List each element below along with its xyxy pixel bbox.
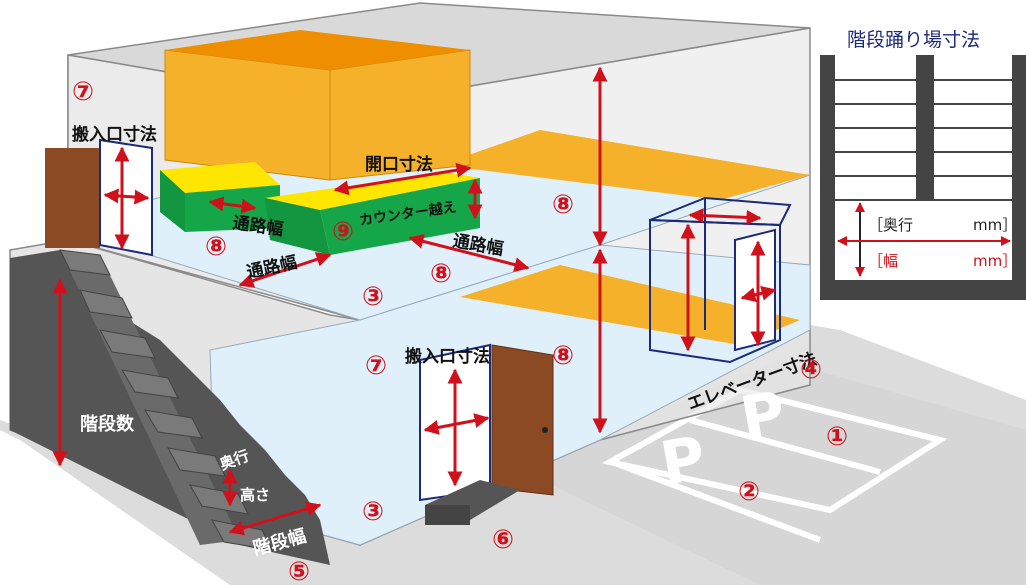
orange-ceiling-upper: [440, 130, 810, 200]
upper-door: [45, 148, 100, 248]
staircase: [10, 249, 330, 565]
orange-block-front: [164, 49, 331, 181]
dimension-arrows: [52, 66, 777, 536]
inset-width-row: ［幅 mm］: [868, 252, 1017, 270]
inset-depth-row: ［奥行 mm］: [868, 216, 1017, 234]
num-8-left: ⑧: [205, 232, 227, 262]
landing-inset: 階段踊り場寸法 ［奥行 mm］ ［幅 mm］: [820, 29, 1026, 300]
num-4: ④: [800, 355, 822, 385]
label-stair-count: 階段数: [80, 413, 135, 435]
counter-left-front: [160, 170, 185, 232]
counter-left-top: [160, 162, 280, 193]
counter-right-side: [320, 178, 480, 255]
num-7-top: ⑦: [72, 77, 94, 107]
label-carry-in-upper: 搬入口寸法: [72, 124, 157, 145]
num-8-lower: ⑧: [552, 341, 574, 371]
counter-right-front: [265, 198, 330, 255]
parking-lot-2: [610, 459, 822, 543]
label-opening-size: 開口寸法: [365, 154, 433, 175]
label-height: 高さ: [240, 486, 270, 504]
num-3-lower: ③: [362, 497, 384, 527]
orange-block-top: [165, 30, 470, 70]
orange-ceiling-lower: [460, 265, 800, 345]
num-8-mid: ⑧: [430, 259, 452, 289]
num-2: ②: [738, 477, 760, 507]
inset-title: 階段踊り場寸法: [847, 29, 980, 51]
parking-lot: [520, 360, 1026, 585]
num-7-lower: ⑦: [365, 351, 387, 381]
num-1: ①: [826, 422, 848, 452]
entrance-step-front: [425, 505, 470, 525]
door-knob: [542, 427, 548, 433]
num-9: ⑨: [332, 217, 354, 247]
label-carry-in-lower: 搬入口寸法: [405, 346, 490, 367]
num-8-right: ⑧: [552, 190, 574, 220]
num-3-upper: ③: [362, 282, 384, 312]
num-5: ⑤: [288, 557, 310, 585]
num-6: ⑥: [492, 525, 514, 555]
lower-door: [491, 344, 554, 496]
